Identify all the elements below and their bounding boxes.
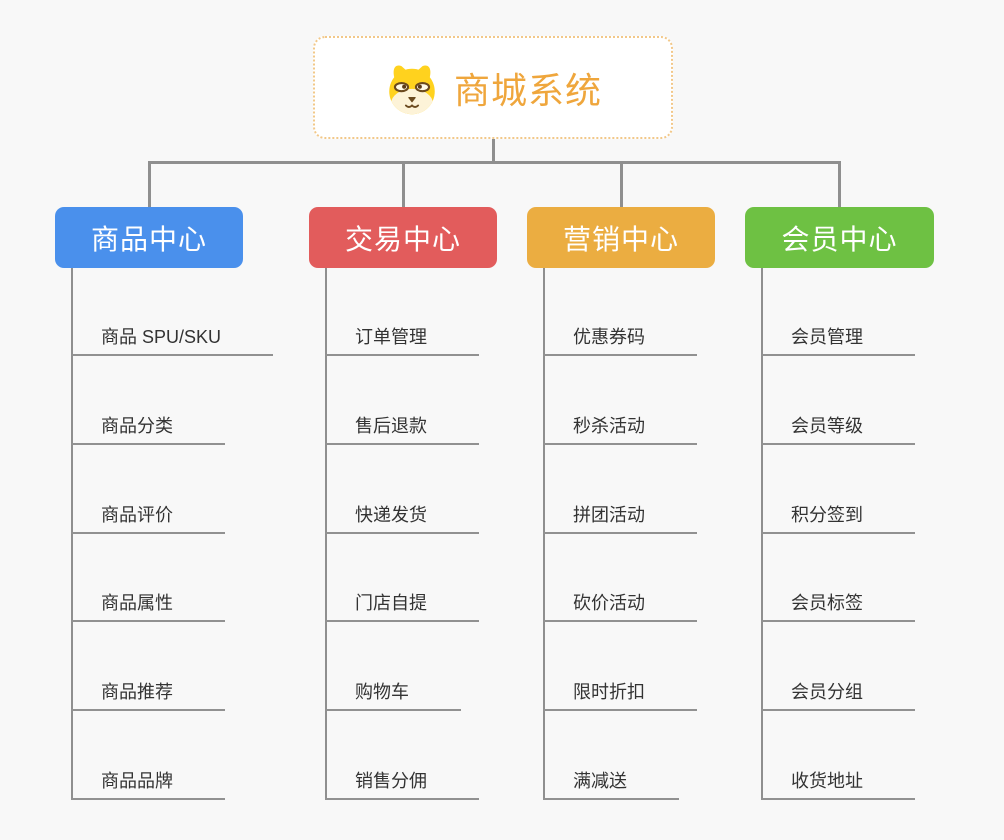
child-node[interactable]: 商品分类 [71, 413, 225, 445]
child-node[interactable]: 优惠券码 [543, 324, 697, 356]
child-node[interactable]: 商品品牌 [71, 768, 225, 800]
connector-line [491, 139, 495, 164]
child-node[interactable]: 商品属性 [71, 590, 225, 622]
child-node[interactable]: 商品 SPU/SKU [71, 324, 274, 356]
connector-line [149, 161, 840, 164]
branch-node[interactable]: 营销中心 [527, 207, 715, 268]
child-node[interactable]: 订单管理 [325, 324, 479, 356]
child-node[interactable]: 拼团活动 [543, 502, 697, 534]
child-node[interactable]: 门店自提 [325, 590, 479, 622]
child-node[interactable]: 销售分佣 [325, 768, 479, 800]
root-node[interactable]: 商城系统 [313, 36, 673, 139]
branch-spine-line [543, 268, 545, 800]
child-node[interactable]: 积分签到 [761, 502, 915, 534]
connector-line [147, 161, 151, 207]
child-node[interactable]: 购物车 [325, 679, 461, 711]
branch-spine-line [325, 268, 327, 800]
child-node[interactable]: 满减送 [543, 768, 679, 800]
child-node[interactable]: 商品推荐 [71, 679, 225, 711]
child-node[interactable]: 售后退款 [325, 413, 479, 445]
root-title: 商城系统 [453, 69, 602, 111]
branch-node[interactable]: 会员中心 [745, 207, 934, 268]
child-node[interactable]: 收货地址 [761, 768, 915, 800]
branch-spine-line [761, 268, 763, 800]
connector-line [838, 161, 841, 207]
branch-node[interactable]: 交易中心 [309, 207, 497, 268]
child-node[interactable]: 秒杀活动 [543, 413, 697, 445]
child-node[interactable]: 限时折扣 [543, 679, 697, 711]
child-node[interactable]: 会员分组 [761, 679, 915, 711]
branch-node[interactable]: 商品中心 [55, 207, 243, 268]
child-node[interactable]: 会员管理 [761, 324, 915, 356]
child-node[interactable]: 砍价活动 [543, 590, 697, 622]
child-node[interactable]: 快递发货 [325, 502, 479, 534]
shiba-dog-icon [389, 64, 435, 114]
child-node[interactable]: 会员标签 [761, 590, 915, 622]
branch-spine-line [71, 268, 73, 800]
child-node[interactable]: 会员等级 [761, 413, 915, 445]
connector-line [401, 161, 405, 207]
connector-line [619, 161, 623, 207]
child-node[interactable]: 商品评价 [71, 502, 225, 534]
